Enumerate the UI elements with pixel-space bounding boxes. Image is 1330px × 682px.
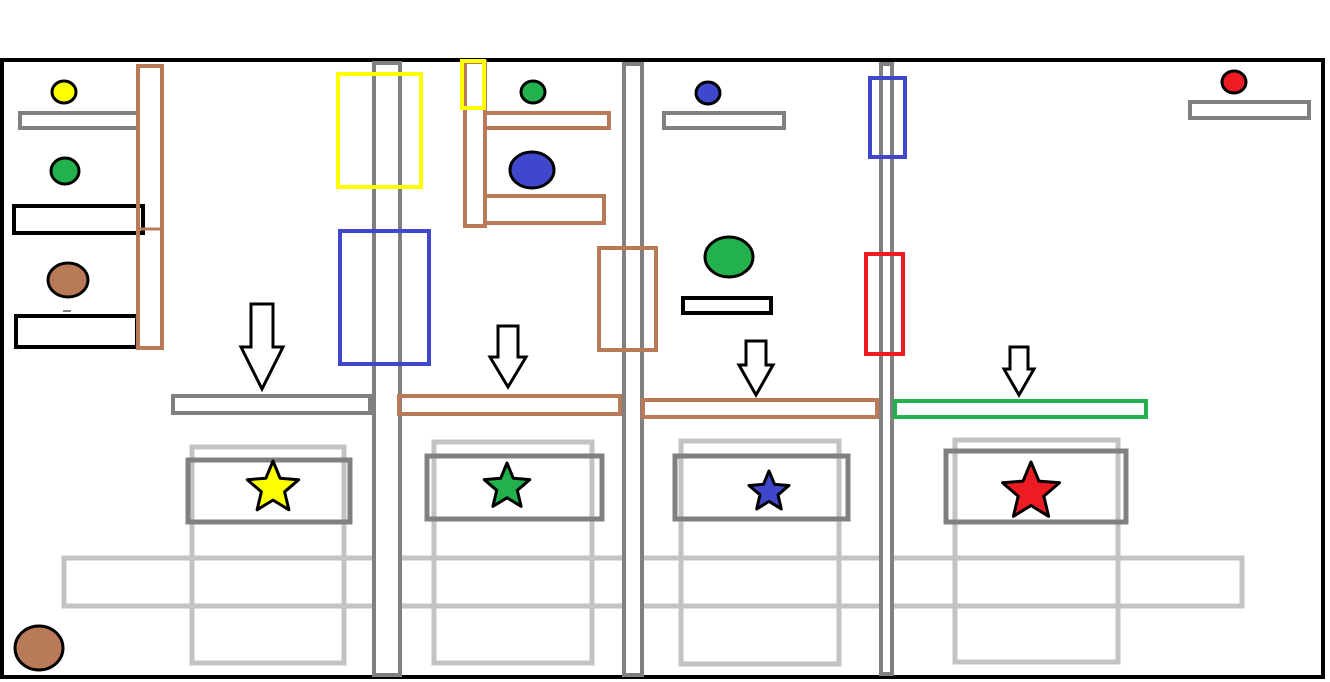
- light-pillar-4: [952, 437, 1121, 665]
- shelf-left-middle: [12, 204, 145, 235]
- light-pillar-3: [678, 438, 842, 667]
- drop-platform-2: [397, 394, 622, 416]
- brown-shelf-room2-top: [483, 111, 611, 130]
- shelf-room3-top: [662, 111, 786, 130]
- target-star-green: [482, 461, 532, 508]
- ball-blue-room2-large[interactable]: [508, 150, 556, 190]
- target-box-1: [185, 457, 353, 525]
- background-grid-layer: [61, 437, 1245, 667]
- target-star-red: [1001, 460, 1061, 518]
- arrow-down-1: [238, 302, 286, 393]
- ball-brown-left[interactable]: [46, 261, 90, 299]
- brown-pillar-left: [136, 64, 164, 350]
- gate-yellow-small[interactable]: [460, 59, 486, 110]
- gate-brown-wall2[interactable]: [597, 246, 658, 352]
- divider-wall-1: [372, 61, 402, 677]
- target-box-2: [424, 453, 605, 522]
- brown-shelf-room2-lower: [483, 194, 606, 225]
- target-star-blue: [747, 469, 791, 511]
- ball-green-room2-top[interactable]: [519, 79, 547, 105]
- arrow-down-4: [1001, 345, 1037, 399]
- shelf-top-left: [18, 111, 140, 130]
- drop-platform-3: [641, 398, 879, 419]
- ball-brown-bottom-left[interactable]: [13, 624, 65, 672]
- ball-blue-room3-top[interactable]: [694, 80, 722, 106]
- shelf-top-right: [1188, 100, 1311, 120]
- level-frame: [0, 58, 1325, 679]
- ball-red-top-right[interactable]: [1220, 69, 1248, 95]
- target-box-3: [672, 453, 851, 522]
- light-bridge-platform: [61, 555, 1245, 609]
- drop-platform-1: [171, 394, 372, 415]
- ball-green-left[interactable]: [49, 156, 81, 186]
- gate-yellow[interactable]: [336, 72, 423, 189]
- gate-blue-room1[interactable]: [338, 229, 431, 366]
- gate-blue-wall3[interactable]: [868, 76, 907, 159]
- target-box-4: [943, 448, 1129, 525]
- light-pillar-2: [431, 439, 595, 666]
- target-star-yellow: [245, 459, 301, 512]
- drop-platform-4: [893, 399, 1148, 419]
- shelf-left-lower: [14, 314, 139, 349]
- level-layer: [0, 58, 1325, 679]
- divider-wall-2: [622, 62, 644, 677]
- divider-wall-3: [879, 62, 894, 676]
- light-pillar-1: [189, 444, 347, 666]
- arrow-down-2: [487, 324, 529, 390]
- arrow-down-3: [736, 339, 776, 399]
- ball-green-room3-large[interactable]: [703, 235, 755, 279]
- gate-red-wall3[interactable]: [864, 252, 905, 356]
- shelf-room3-middle: [681, 296, 773, 315]
- ball-yellow-top-left[interactable]: [50, 79, 78, 105]
